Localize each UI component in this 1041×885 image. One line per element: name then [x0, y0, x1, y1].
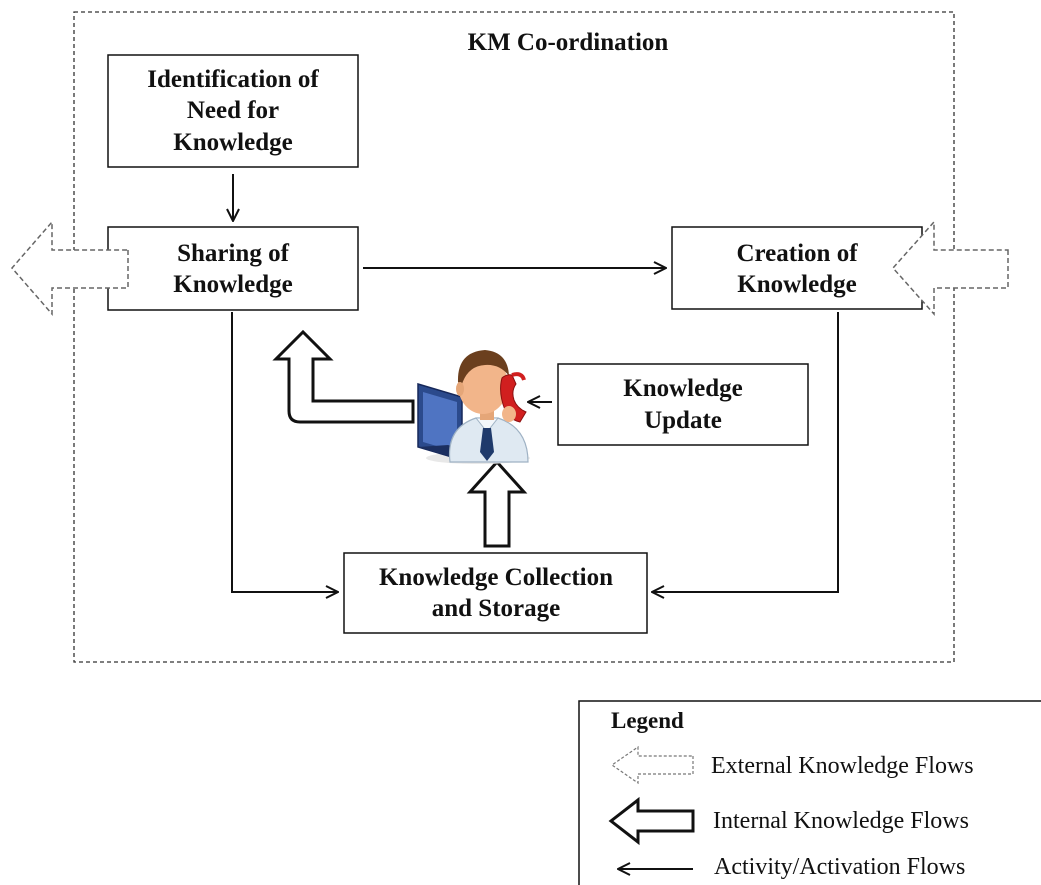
node-identification-line-2: Need for — [187, 97, 279, 124]
legend-item-internal: Internal Knowledge Flows — [713, 808, 969, 834]
node-knowledge-update: Knowledge Update — [557, 363, 809, 446]
node-creation-line-1: Creation of — [736, 240, 858, 267]
node-sharing-line-2: Knowledge — [173, 271, 292, 298]
node-identification-line-1: Identification of — [147, 66, 319, 93]
node-identification-of-need: Identification of Need for Knowledge — [107, 54, 359, 168]
legend-item-external: External Knowledge Flows — [711, 753, 974, 779]
node-creation-of-knowledge: Creation of Knowledge — [671, 226, 923, 310]
external-flow-in-arrow — [891, 220, 1009, 316]
node-knowledge-collection-storage: Knowledge Collection and Storage — [343, 552, 648, 634]
person-with-laptop-and-phone-icon — [417, 350, 530, 464]
legend: Legend External Knowledge Flows Internal… — [578, 700, 1041, 885]
node-identification-line-3: Knowledge — [173, 129, 292, 156]
legend-item-activity: Activity/Activation Flows — [714, 854, 965, 880]
dashed-outline-arrow-icon — [610, 745, 694, 785]
internal-flow-person-to-sharing — [272, 329, 415, 424]
flow-creation-to-collection — [652, 312, 839, 592]
node-update-line-1: Knowledge — [623, 375, 742, 402]
km-coordination-frame — [73, 11, 955, 663]
node-collection-line-2: and Storage — [432, 595, 560, 622]
internal-flow-collection-to-person — [466, 459, 528, 548]
legend-frame — [578, 700, 1041, 885]
node-sharing-of-knowledge: Sharing of Knowledge — [107, 226, 359, 311]
node-update-line-2: Update — [644, 407, 722, 434]
diagram-title: KM Co-ordination — [468, 29, 669, 56]
node-collection-line-1: Knowledge Collection — [379, 564, 613, 591]
node-creation-line-2: Knowledge — [737, 271, 856, 298]
external-flow-out-arrow — [11, 219, 129, 317]
flow-sharing-to-collection — [231, 312, 338, 592]
legend-title: Legend — [611, 708, 684, 733]
bold-outline-arrow-icon — [608, 796, 695, 846]
node-sharing-line-1: Sharing of — [177, 240, 290, 267]
